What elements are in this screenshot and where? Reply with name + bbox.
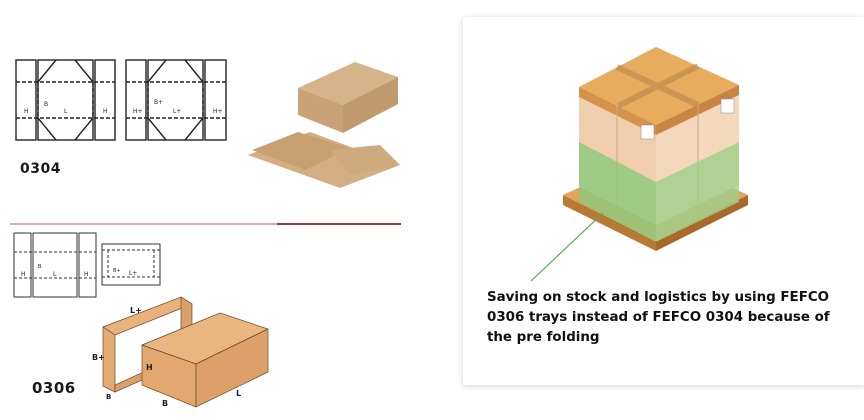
pallet-illustration bbox=[530, 47, 748, 282]
fefco-diagrams: H B L H H+ B+ L+ H+ H B L H B+ L+ bbox=[10, 59, 401, 408]
svg-text:B+: B+ bbox=[92, 353, 105, 362]
svg-text:H: H bbox=[103, 108, 108, 115]
svg-text:L: L bbox=[236, 389, 241, 398]
box-0306-3d: L+ B+ B H B L bbox=[92, 296, 269, 408]
svg-text:L+: L+ bbox=[173, 108, 181, 115]
dieline-0306-sleeve: B+ L+ bbox=[101, 243, 161, 286]
box-0304-photo bbox=[248, 62, 400, 188]
callout-line bbox=[530, 212, 604, 282]
svg-text:H+: H+ bbox=[213, 108, 223, 115]
svg-text:H: H bbox=[24, 108, 29, 115]
dieline-0306-base: H B L H bbox=[13, 232, 97, 298]
svg-text:L: L bbox=[64, 108, 68, 115]
svg-text:L+: L+ bbox=[130, 306, 142, 315]
svg-text:B+: B+ bbox=[154, 99, 163, 106]
fefco-0304-code: 0304 bbox=[20, 161, 61, 177]
svg-text:L: L bbox=[53, 271, 57, 278]
svg-text:H: H bbox=[146, 363, 153, 372]
dieline-0304-base: H B L H bbox=[15, 59, 116, 141]
caption: Saving on stock and logistics by using F… bbox=[487, 290, 830, 345]
svg-text:B: B bbox=[38, 264, 42, 270]
dieline-0304-lid: H+ B+ L+ H+ bbox=[125, 59, 227, 141]
pallet-illustration-card: Saving on stock and logistics by using F… bbox=[463, 17, 864, 385]
svg-text:B+: B+ bbox=[113, 268, 121, 274]
svg-text:H+: H+ bbox=[133, 108, 143, 115]
svg-text:H: H bbox=[84, 271, 89, 278]
svg-text:B: B bbox=[106, 393, 111, 401]
svg-text:L+: L+ bbox=[129, 270, 137, 277]
svg-text:H: H bbox=[21, 271, 26, 278]
stretch-film bbox=[579, 142, 656, 242]
svg-text:B: B bbox=[162, 399, 168, 408]
fefco-0306-code: 0306 bbox=[32, 379, 76, 397]
svg-text:B: B bbox=[44, 101, 48, 108]
